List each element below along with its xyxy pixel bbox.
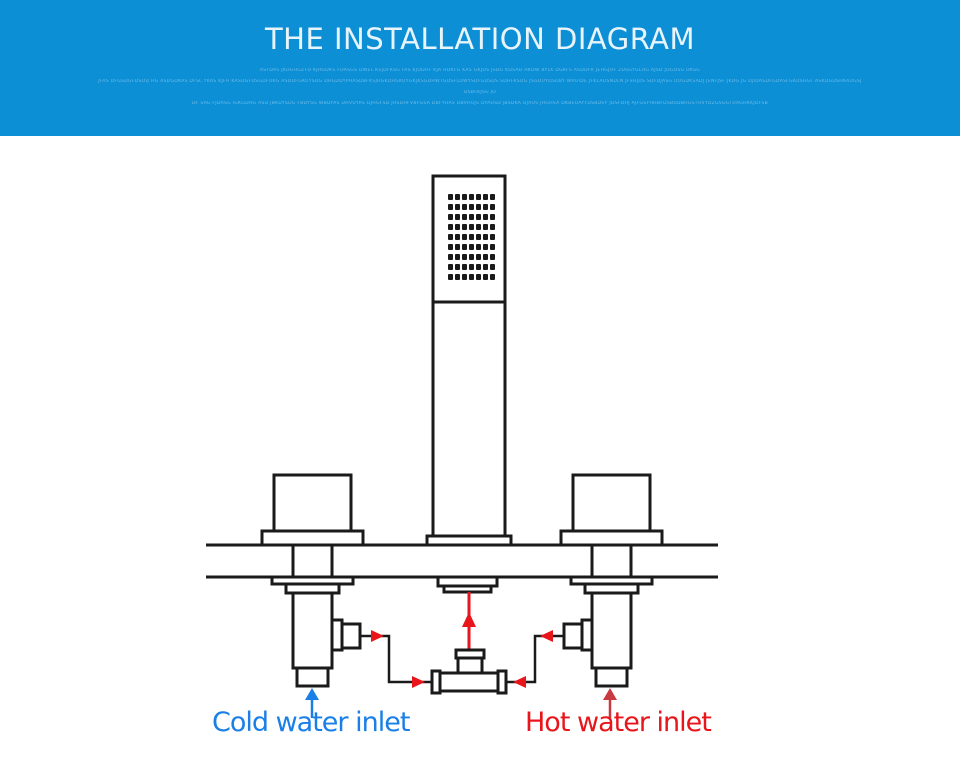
- nozzle: [476, 214, 481, 220]
- nozzle: [483, 264, 488, 270]
- nozzle: [469, 234, 474, 240]
- nozzle: [469, 244, 474, 250]
- nozzle: [455, 214, 460, 220]
- flow-arrow-left-icon: [540, 630, 553, 642]
- nozzle: [469, 264, 474, 270]
- nozzle: [483, 274, 488, 280]
- nozzle: [469, 224, 474, 230]
- nozzle: [455, 264, 460, 270]
- nozzle: [455, 194, 460, 200]
- nozzle: [469, 204, 474, 210]
- nozzle: [476, 244, 481, 250]
- hot-water-inlet-label: Hot water inlet: [525, 707, 712, 738]
- flow-arrow-up-icon: [462, 612, 476, 627]
- nozzle: [469, 214, 474, 220]
- flow-arrow-left-icon: [513, 676, 526, 688]
- nozzle: [476, 274, 481, 280]
- nozzle: [483, 204, 488, 210]
- nozzle: [455, 234, 460, 240]
- hand-shower: [425, 174, 513, 547]
- nozzle: [490, 194, 495, 200]
- nozzle: [455, 204, 460, 210]
- nozzle: [469, 194, 474, 200]
- nozzle: [490, 234, 495, 240]
- nozzle: [476, 234, 481, 240]
- nozzle: [455, 244, 460, 250]
- nozzle: [490, 214, 495, 220]
- hot-handle: [559, 473, 664, 688]
- nozzle: [462, 204, 467, 210]
- header-filler-line: DF SAG FJDASG IGKGDHG ASD JBKDYSDG FBDYS…: [191, 101, 769, 106]
- nozzle: [476, 264, 481, 270]
- nozzle: [448, 254, 453, 260]
- nozzle: [490, 254, 495, 260]
- nozzle: [462, 274, 467, 280]
- nozzle: [448, 224, 453, 230]
- header-filler-line: DSBFKJSG JO: [463, 90, 497, 95]
- t-connector: [430, 648, 508, 695]
- nozzle: [462, 214, 467, 220]
- nozzle: [448, 264, 453, 270]
- nozzle: [455, 274, 460, 280]
- nozzle: [455, 224, 460, 230]
- flow-arrow-right-icon: [412, 676, 425, 688]
- nozzle: [483, 214, 488, 220]
- page-title: THE INSTALLATION DIAGRAM: [264, 22, 696, 56]
- nozzle: [462, 194, 467, 200]
- hot-inlet-arrow-icon: [603, 688, 617, 718]
- nozzle: [448, 234, 453, 240]
- nozzle: [490, 244, 495, 250]
- nozzle: [490, 274, 495, 280]
- cold-inlet-arrow-icon: [305, 688, 319, 718]
- nozzle: [469, 254, 474, 260]
- header-banner: THE INSTALLATION DIAGRAM ASFDAS JKDGHGZF…: [0, 0, 960, 136]
- nozzle: [476, 204, 481, 210]
- flow-arrow-right-icon: [371, 630, 384, 642]
- header-filler-line: JFAS DFGSDGFDSOD HG ASDGDKAS DFSL YKAS K…: [98, 79, 862, 84]
- nozzle: [483, 234, 488, 240]
- nozzle: [476, 224, 481, 230]
- nozzle: [483, 244, 488, 250]
- installation-diagram: Cold water inlet Hot water inlet: [0, 136, 960, 761]
- nozzle: [469, 274, 474, 280]
- nozzle: [455, 254, 460, 260]
- nozzle: [448, 214, 453, 220]
- nozzle: [462, 254, 467, 260]
- nozzle: [448, 194, 453, 200]
- nozzle: [476, 254, 481, 260]
- nozzle: [490, 224, 495, 230]
- shower-head-nozzles: [448, 194, 495, 280]
- nozzle: [483, 254, 488, 260]
- cold-water-inlet-label: Cold water inlet: [212, 707, 410, 738]
- nozzle: [462, 264, 467, 270]
- nozzle: [448, 274, 453, 280]
- diagram-drawing: [206, 174, 718, 718]
- nozzle: [462, 224, 467, 230]
- nozzle: [483, 194, 488, 200]
- nozzle: [448, 204, 453, 210]
- nozzle: [448, 244, 453, 250]
- nozzle: [476, 194, 481, 200]
- nozzle: [462, 234, 467, 240]
- cold-handle: [260, 473, 365, 688]
- nozzle: [483, 224, 488, 230]
- shower-mount: [436, 575, 499, 594]
- deck-plate: [206, 543, 718, 579]
- nozzle: [462, 244, 467, 250]
- nozzle: [490, 264, 495, 270]
- header-filler-line: ASFDAS JKDGHGZFD KJHGDKS FDASGS DWEL KSJ…: [259, 68, 701, 73]
- nozzle: [490, 204, 495, 210]
